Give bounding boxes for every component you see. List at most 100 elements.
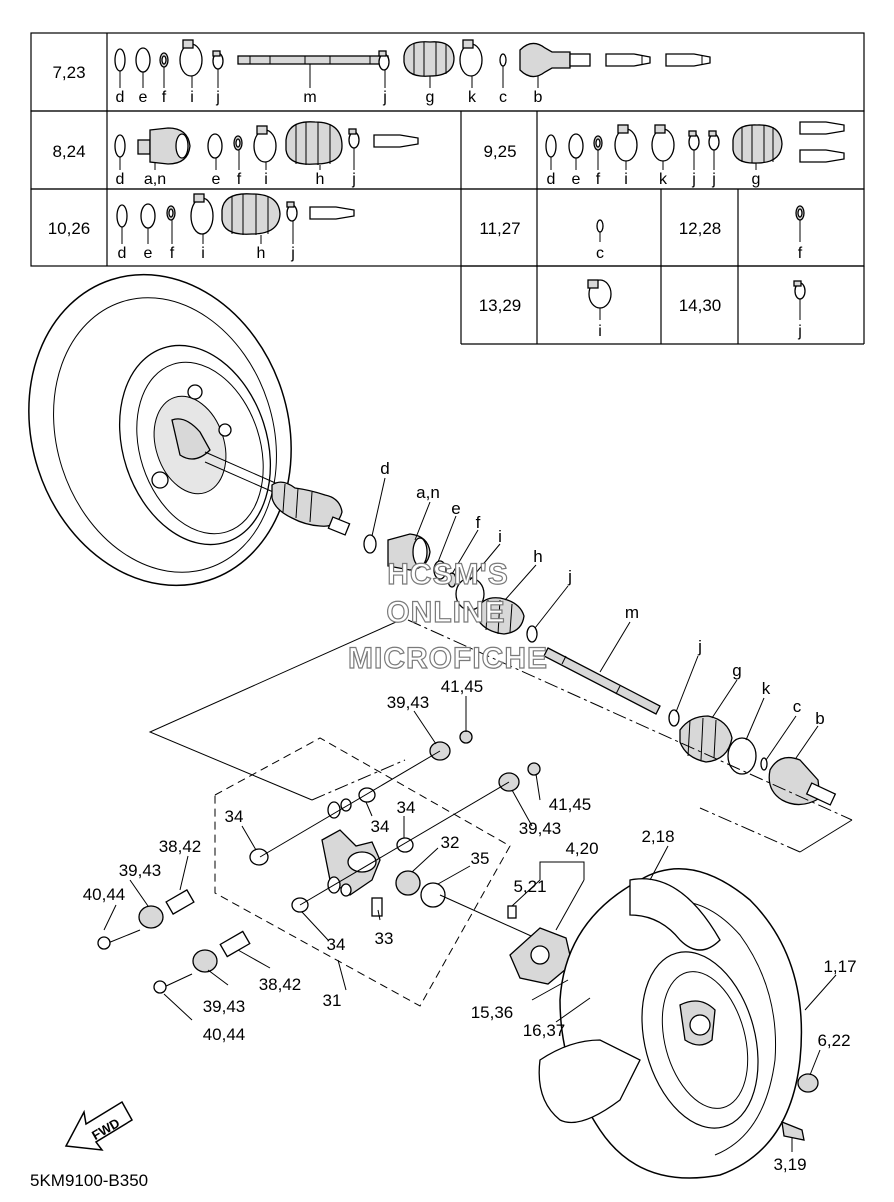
callout-35: 35 (471, 849, 490, 868)
row-9-25-part-j: j (691, 171, 696, 188)
callout-33: 33 (375, 929, 394, 948)
small-cell-icons (587, 205, 806, 309)
row-13-29-part-i: i (598, 323, 602, 340)
row-10-26-part-i: i (201, 245, 205, 262)
callout-3-19: 3,19 (773, 1155, 806, 1174)
row-7-23-part-f: f (162, 89, 167, 106)
row-11-27-part-c: c (596, 245, 604, 262)
row-7-23-part-i: i (190, 89, 194, 106)
row-7-23-part-e: e (139, 89, 148, 106)
row-id-9-25: 9,25 (483, 142, 516, 161)
callout-b: b (815, 709, 824, 728)
row-7-23-part-b: b (534, 89, 543, 106)
callout-j2: j (697, 637, 702, 656)
callout-41-45-b: 41,45 (549, 795, 592, 814)
callout-41-45-a: 41,45 (441, 677, 484, 696)
callout-38-42-b: 38,42 (259, 975, 302, 994)
row-7-23-icons (114, 39, 711, 78)
row-8-24-part-d: d (116, 171, 125, 188)
reference-lines (148, 617, 853, 1007)
watermark-line-2: ONLINE (386, 596, 505, 629)
fwd-arrow-icon: FWD (64, 1100, 134, 1151)
row-7-23-part-j: j (215, 89, 220, 106)
callout-31: 31 (323, 991, 342, 1010)
callout-m: m (625, 603, 639, 622)
row-10-26-icons (116, 193, 355, 235)
callout-g: g (732, 661, 741, 680)
callout-5-21: 5,21 (513, 877, 546, 896)
row-8-24-part-an: a,n (144, 171, 166, 188)
knuckle-assembly (97, 730, 541, 994)
row-id-12-28: 12,28 (679, 219, 722, 238)
watermark-line-1: HCSM'S (387, 558, 508, 591)
row-10-26-part-j: j (290, 245, 295, 262)
callout-40-44-b: 40,44 (203, 1025, 246, 1044)
drive-axle-shaft (543, 647, 837, 806)
row-9-25-part-i: i (624, 171, 628, 188)
row-7-23-part-c: c (499, 89, 507, 106)
row-id-10-26: 10,26 (48, 219, 91, 238)
callout-h: h (533, 547, 542, 566)
row-8-24-part-h: h (316, 171, 325, 188)
row-9-25-part-e: e (572, 171, 581, 188)
row-8-24-part-f: f (237, 171, 242, 188)
callout-c: c (793, 697, 802, 716)
callout-15-36: 15,36 (471, 1003, 514, 1022)
parts-table: 7,23 8,24 9,25 10,26 11,27 12,28 13,29 1… (30, 32, 865, 345)
row-10-26-part-f: f (170, 245, 175, 262)
row-9-25-part-g: g (752, 171, 761, 188)
callout-34-b: 34 (371, 817, 390, 836)
callout-e: e (451, 499, 460, 518)
callout-34-c: 34 (397, 798, 416, 817)
drawing-code: 5KM9100-B350 (30, 1171, 148, 1190)
rear-tire-lower (538, 868, 819, 1179)
callout-k: k (762, 679, 771, 698)
row-7-23-part-d: d (116, 89, 125, 106)
callout-34-d: 34 (327, 935, 346, 954)
row-7-23-part-m: m (303, 89, 316, 106)
row-id-7-23: 7,23 (52, 63, 85, 82)
drive-axle-upper-assembly (271, 481, 538, 643)
callout-an: a,n (416, 483, 440, 502)
callout-16-37: 16,37 (523, 1021, 566, 1040)
callout-39-43-a: 39,43 (387, 693, 430, 712)
row-8-24-part-e: e (212, 171, 221, 188)
rear-tire-upper (28, 273, 292, 587)
row-7-23-part-g: g (426, 89, 435, 106)
row-10-26-part-h: h (257, 245, 266, 262)
row-7-23-part-k: k (468, 89, 477, 106)
watermark-line-3: MICROFICHE (348, 642, 548, 675)
row-9-25-part-d: d (547, 171, 556, 188)
row-9-25-part-f: f (596, 171, 601, 188)
row-id-13-29: 13,29 (479, 296, 522, 315)
callout-6-22: 6,22 (817, 1031, 850, 1050)
callout-40-44-a: 40,44 (83, 885, 126, 904)
callout-32: 32 (441, 833, 460, 852)
callout-39-43-b: 39,43 (519, 819, 562, 838)
row-7-23-part-j2: j (382, 89, 387, 106)
callout-leaders (103, 477, 837, 1152)
callout-4-20: 4,20 (565, 839, 598, 858)
row-12-28-part-f: f (798, 245, 803, 262)
row-8-24-part-j: j (351, 171, 356, 188)
row-8-24-icons (114, 121, 419, 165)
watermark: HCSM'S ONLINE MICROFICHE (347, 557, 548, 675)
row-10-26-part-e: e (144, 245, 153, 262)
callout-39-43-c: 39,43 (119, 861, 162, 880)
row-10-26-part-d: d (118, 245, 127, 262)
row-id-8-24: 8,24 (52, 142, 85, 161)
callout-2-18: 2,18 (641, 827, 674, 846)
callout-labels: d a,n e f i h j m j g k c b 41,45 39,43 … (83, 459, 857, 1174)
row-14-30-part-j: j (797, 323, 802, 340)
callout-39-43-d: 39,43 (203, 997, 246, 1016)
row-9-25-icons (545, 121, 845, 164)
callout-f: f (476, 513, 481, 532)
callout-38-42-a: 38,42 (159, 837, 202, 856)
row-9-25-part-k: k (659, 171, 668, 188)
row-id-11-27: 11,27 (479, 219, 520, 238)
callout-j1: j (567, 567, 572, 586)
row-id-14-30: 14,30 (679, 296, 722, 315)
callout-1-17: 1,17 (823, 957, 856, 976)
callout-i: i (498, 527, 502, 546)
